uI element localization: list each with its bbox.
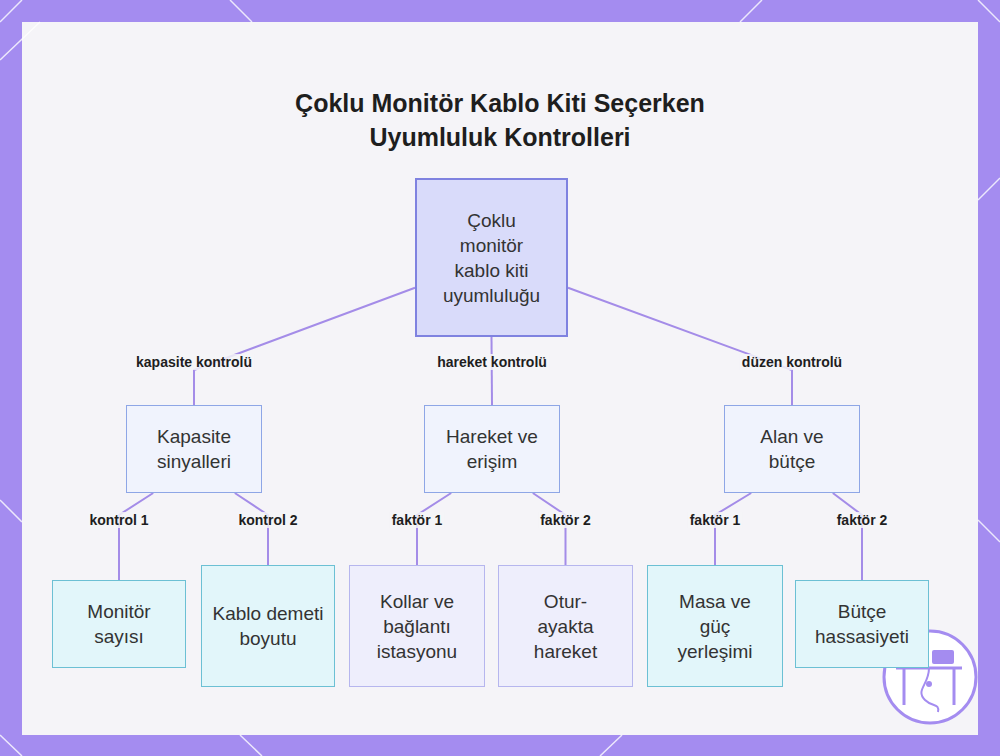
tree-connector bbox=[715, 493, 751, 565]
node-label: Alan ve bütçe bbox=[737, 424, 847, 474]
node-label: Hareket ve erişim bbox=[437, 424, 547, 474]
edge-label: faktör 1 bbox=[688, 512, 743, 528]
edge-label: kontrol 2 bbox=[236, 512, 299, 528]
node-label: Kollar ve bağlantı istasyonu bbox=[362, 589, 472, 664]
node-text-group: Alan ve bütçe bbox=[737, 424, 847, 474]
node-label: Bütçe hassasiyeti bbox=[806, 599, 918, 649]
node-text-group: Masa ve güç yerleşimi bbox=[662, 589, 768, 664]
category-box: Alan ve bütçe bbox=[724, 405, 860, 493]
edge-label: faktör 2 bbox=[538, 512, 593, 528]
tree-connector bbox=[235, 493, 268, 565]
tree-connector bbox=[491, 337, 494, 405]
node-text-group: Çoklu monitör kablo kiti uyumluluğu bbox=[439, 208, 544, 308]
edge-label: faktör 2 bbox=[835, 512, 890, 528]
edge-label: düzen kontrolü bbox=[740, 354, 844, 370]
node-label: Çoklu monitör kablo kiti uyumluluğu bbox=[439, 208, 544, 308]
node-label: Otur-ayakta hareket bbox=[527, 589, 604, 664]
node-label: Masa ve güç yerleşimi bbox=[662, 589, 768, 664]
factor-box: Masa ve güç yerleşimi bbox=[647, 565, 783, 687]
check-box: Kablo demeti boyutu bbox=[201, 565, 335, 687]
node-text-group: Bütçe hassasiyeti bbox=[806, 599, 918, 649]
tree-connector bbox=[119, 493, 153, 580]
edge-label: faktör 1 bbox=[390, 512, 445, 528]
tree-connector bbox=[533, 493, 566, 565]
root-box: Çoklu monitör kablo kiti uyumluluğu bbox=[415, 178, 568, 337]
node-text-group: Monitör sayısı bbox=[65, 599, 173, 649]
edge-label: hareket kontrolü bbox=[435, 354, 549, 370]
node-label: Monitör sayısı bbox=[65, 599, 173, 649]
factor-box: Otur-ayakta hareket bbox=[498, 565, 633, 687]
category-box: Kapasite sinyalleri bbox=[126, 405, 262, 493]
edge-label: kontrol 1 bbox=[87, 512, 150, 528]
node-text-group: Otur-ayakta hareket bbox=[527, 589, 604, 664]
tree-connector bbox=[568, 288, 792, 405]
node-text-group: Kablo demeti boyutu bbox=[212, 601, 324, 651]
factor-box: Kollar ve bağlantı istasyonu bbox=[349, 565, 485, 687]
tree-connector bbox=[833, 493, 862, 580]
node-text-group: Hareket ve erişim bbox=[437, 424, 547, 474]
tree-connector bbox=[194, 288, 415, 405]
node-label: Kapasite sinyalleri bbox=[139, 424, 249, 474]
check-box: Monitör sayısı bbox=[52, 580, 186, 668]
category-box: Hareket ve erişim bbox=[424, 405, 560, 493]
node-label: Kablo demeti boyutu bbox=[212, 601, 324, 651]
tree-connector bbox=[417, 493, 451, 565]
edge-label: kapasite kontrolü bbox=[134, 354, 254, 370]
node-text-group: Kollar ve bağlantı istasyonu bbox=[362, 589, 472, 664]
node-text-group: Kapasite sinyalleri bbox=[139, 424, 249, 474]
factor-box: Bütçe hassasiyeti bbox=[795, 580, 929, 668]
diagram-title: Çoklu Monitör Kablo Kiti Seçerken Uyumlu… bbox=[230, 86, 770, 154]
